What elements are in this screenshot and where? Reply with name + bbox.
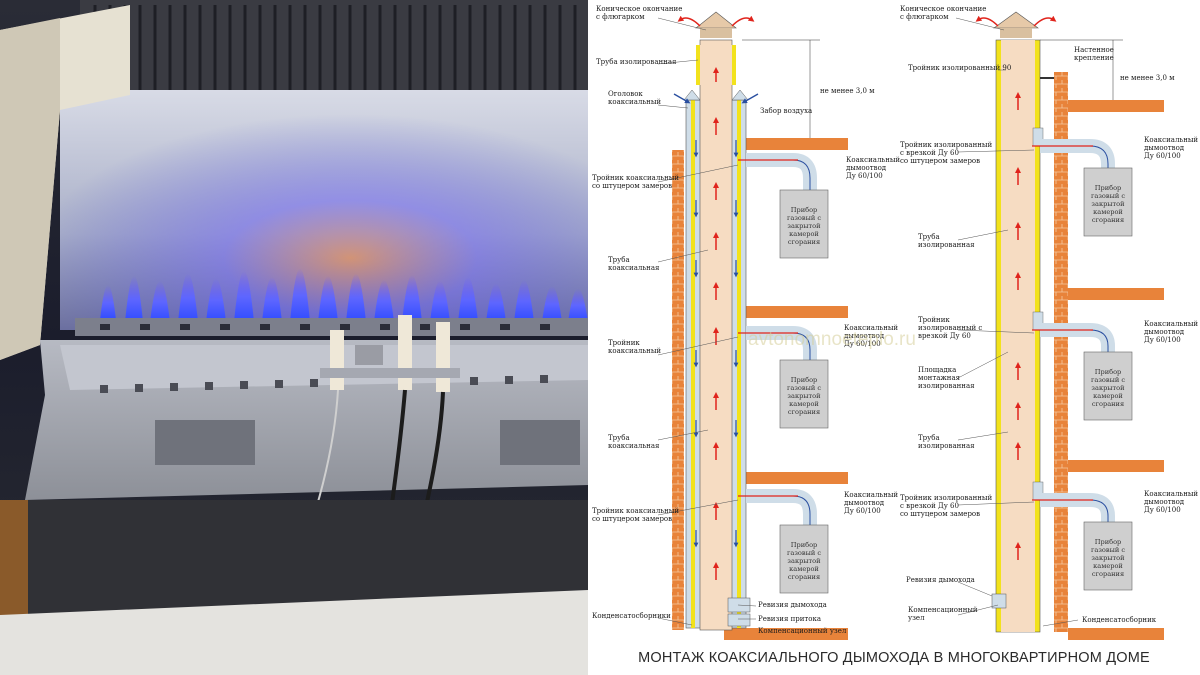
boiler-box [1083, 167, 1133, 237]
label-condensate-r: Конденсатосборник [1082, 616, 1157, 624]
branch-r3 [1032, 481, 1115, 522]
label-air-intake: Забор воздуха [760, 107, 812, 115]
branch-r1 [1032, 127, 1115, 168]
boiler-box [779, 359, 829, 429]
ignition-electrodes [279, 315, 460, 601]
boiler-casing [0, 590, 588, 675]
left-scheme [672, 11, 848, 640]
blue-flames [100, 268, 588, 322]
label-height-note-r: не менее 3,0 м [1120, 74, 1175, 82]
branch-3 [738, 489, 817, 525]
caption: МОНТАЖ КОАКСИАЛЬНОГО ДЫМОХОДА В МНОГОКВА… [638, 650, 1150, 666]
boiler-box [1083, 351, 1133, 421]
right-scheme [975, 11, 1164, 640]
label-revision-flue: Ревизия дымохода [758, 601, 827, 609]
label-comp-unit: Компенсационный узел [758, 627, 847, 635]
watermark: avtonomnoeteplo.ru [748, 329, 916, 350]
boiler-box [1083, 521, 1133, 591]
branch-r2 [1032, 311, 1115, 352]
burner-bar [75, 318, 588, 336]
brick-wall-left [672, 150, 684, 630]
branch-1 [738, 153, 817, 190]
label-revision-flue-r: Ревизия дымохода [906, 576, 975, 584]
brick-wall-right [1054, 72, 1068, 632]
label-pipe-insulated: Труба изолированная [596, 58, 677, 66]
boiler-box [779, 524, 829, 594]
boiler-box [779, 189, 829, 259]
label-revision-inflow: Ревизия притока [758, 615, 821, 623]
label-tee-90: Тройник изолированный 90 [908, 64, 1011, 72]
burner-photo [0, 0, 588, 675]
label-height-note: не менее 3,0 м [820, 87, 875, 95]
label-condensate: Конденсатосборники [592, 612, 671, 620]
branch-2 [738, 326, 817, 360]
